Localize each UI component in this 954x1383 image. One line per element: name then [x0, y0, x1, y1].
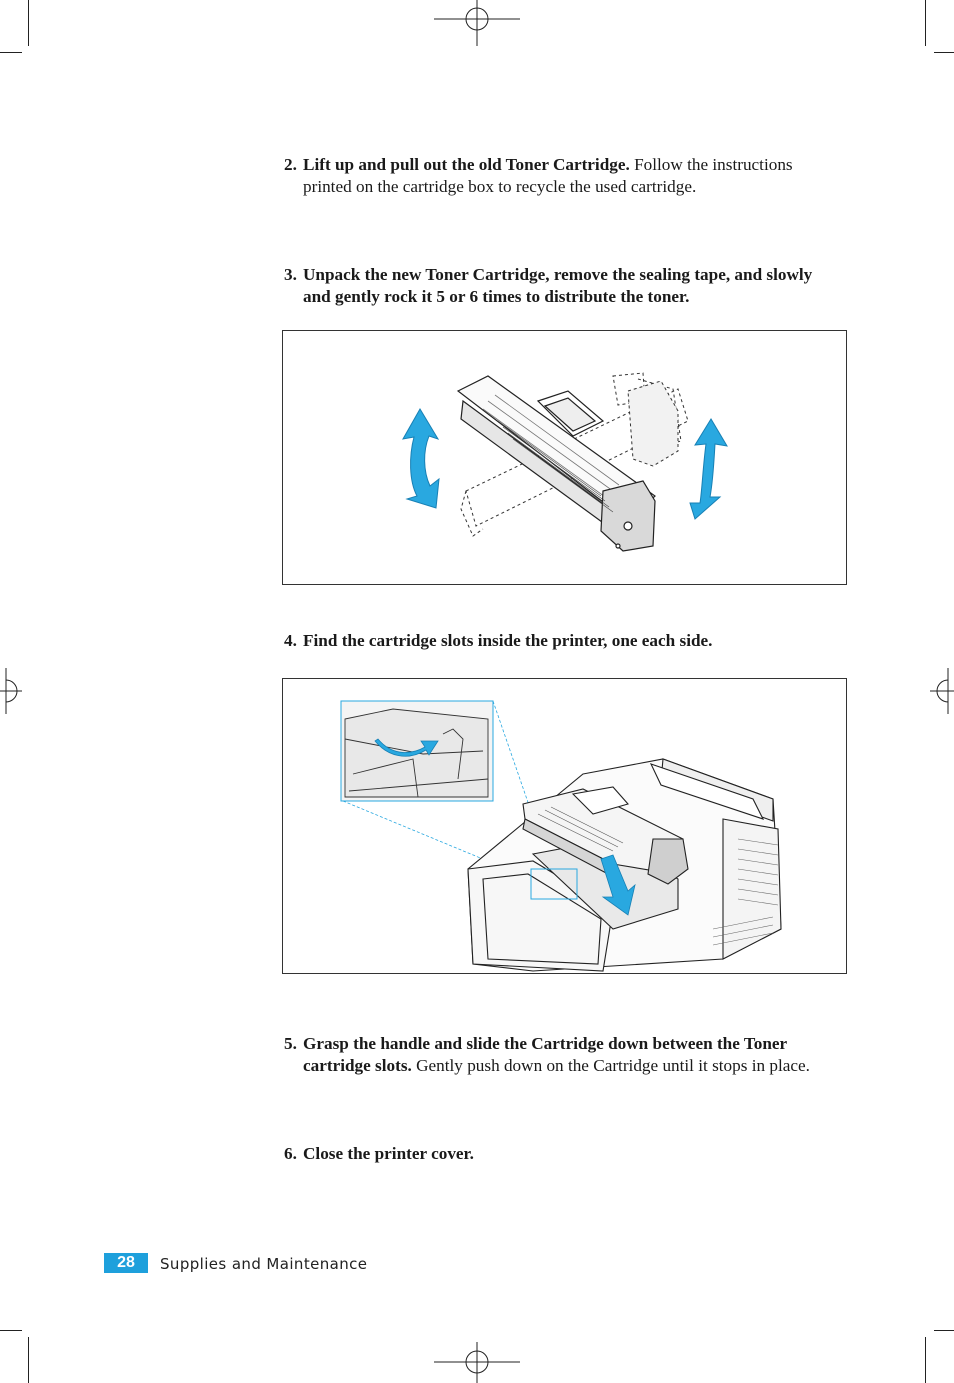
section-title: Supplies and Maintenance: [160, 1255, 368, 1273]
crop-mark: [28, 0, 29, 46]
registration-mark-icon: [0, 668, 22, 714]
step-5: 5. Grasp the handle and slide the Cartri…: [284, 1033, 844, 1077]
toner-cartridge-rocking-icon: [402, 372, 728, 552]
step-number: 4.: [284, 631, 297, 650]
step-text: Follow the instructions printed on the c…: [303, 155, 793, 196]
step-heading: Close the printer cover.: [303, 1144, 474, 1163]
crop-mark: [28, 1337, 29, 1383]
crop-mark: [0, 52, 22, 53]
step-4: 4. Find the cartridge slots inside the p…: [284, 630, 844, 652]
step-number: 2.: [284, 155, 297, 174]
crop-mark: [925, 1337, 926, 1383]
step-6: 6. Close the printer cover.: [284, 1143, 844, 1165]
registration-mark-icon: [930, 668, 954, 714]
step-number: 5.: [284, 1034, 297, 1053]
step-heading: Unpack the new Toner Cartridge, remove t…: [303, 265, 813, 306]
step-number: 3.: [284, 265, 297, 284]
crop-mark: [0, 1330, 22, 1331]
step-3: 3. Unpack the new Toner Cartridge, remov…: [284, 264, 844, 308]
registration-mark-icon: [434, 0, 520, 46]
figure-printer-slots: [282, 678, 847, 974]
step-heading: Find the cartridge slots inside the prin…: [303, 631, 713, 650]
registration-mark-icon: [434, 1342, 520, 1383]
crop-mark: [934, 52, 954, 53]
crop-mark: [925, 0, 926, 46]
step-text: Gently push down on the Cartridge until …: [411, 1056, 810, 1075]
step-2: 2. Lift up and pull out the old Toner Ca…: [284, 154, 844, 198]
step-heading: Grasp the handle and slide the Cartridge…: [303, 1034, 787, 1075]
printer-cartridge-slots-icon: [340, 700, 782, 972]
crop-mark: [934, 1330, 954, 1331]
page-number: 28: [104, 1253, 148, 1273]
figure-toner-rocking: [282, 330, 847, 585]
step-heading: Lift up and pull out the old Toner Cartr…: [303, 155, 630, 174]
step-number: 6.: [284, 1144, 297, 1163]
